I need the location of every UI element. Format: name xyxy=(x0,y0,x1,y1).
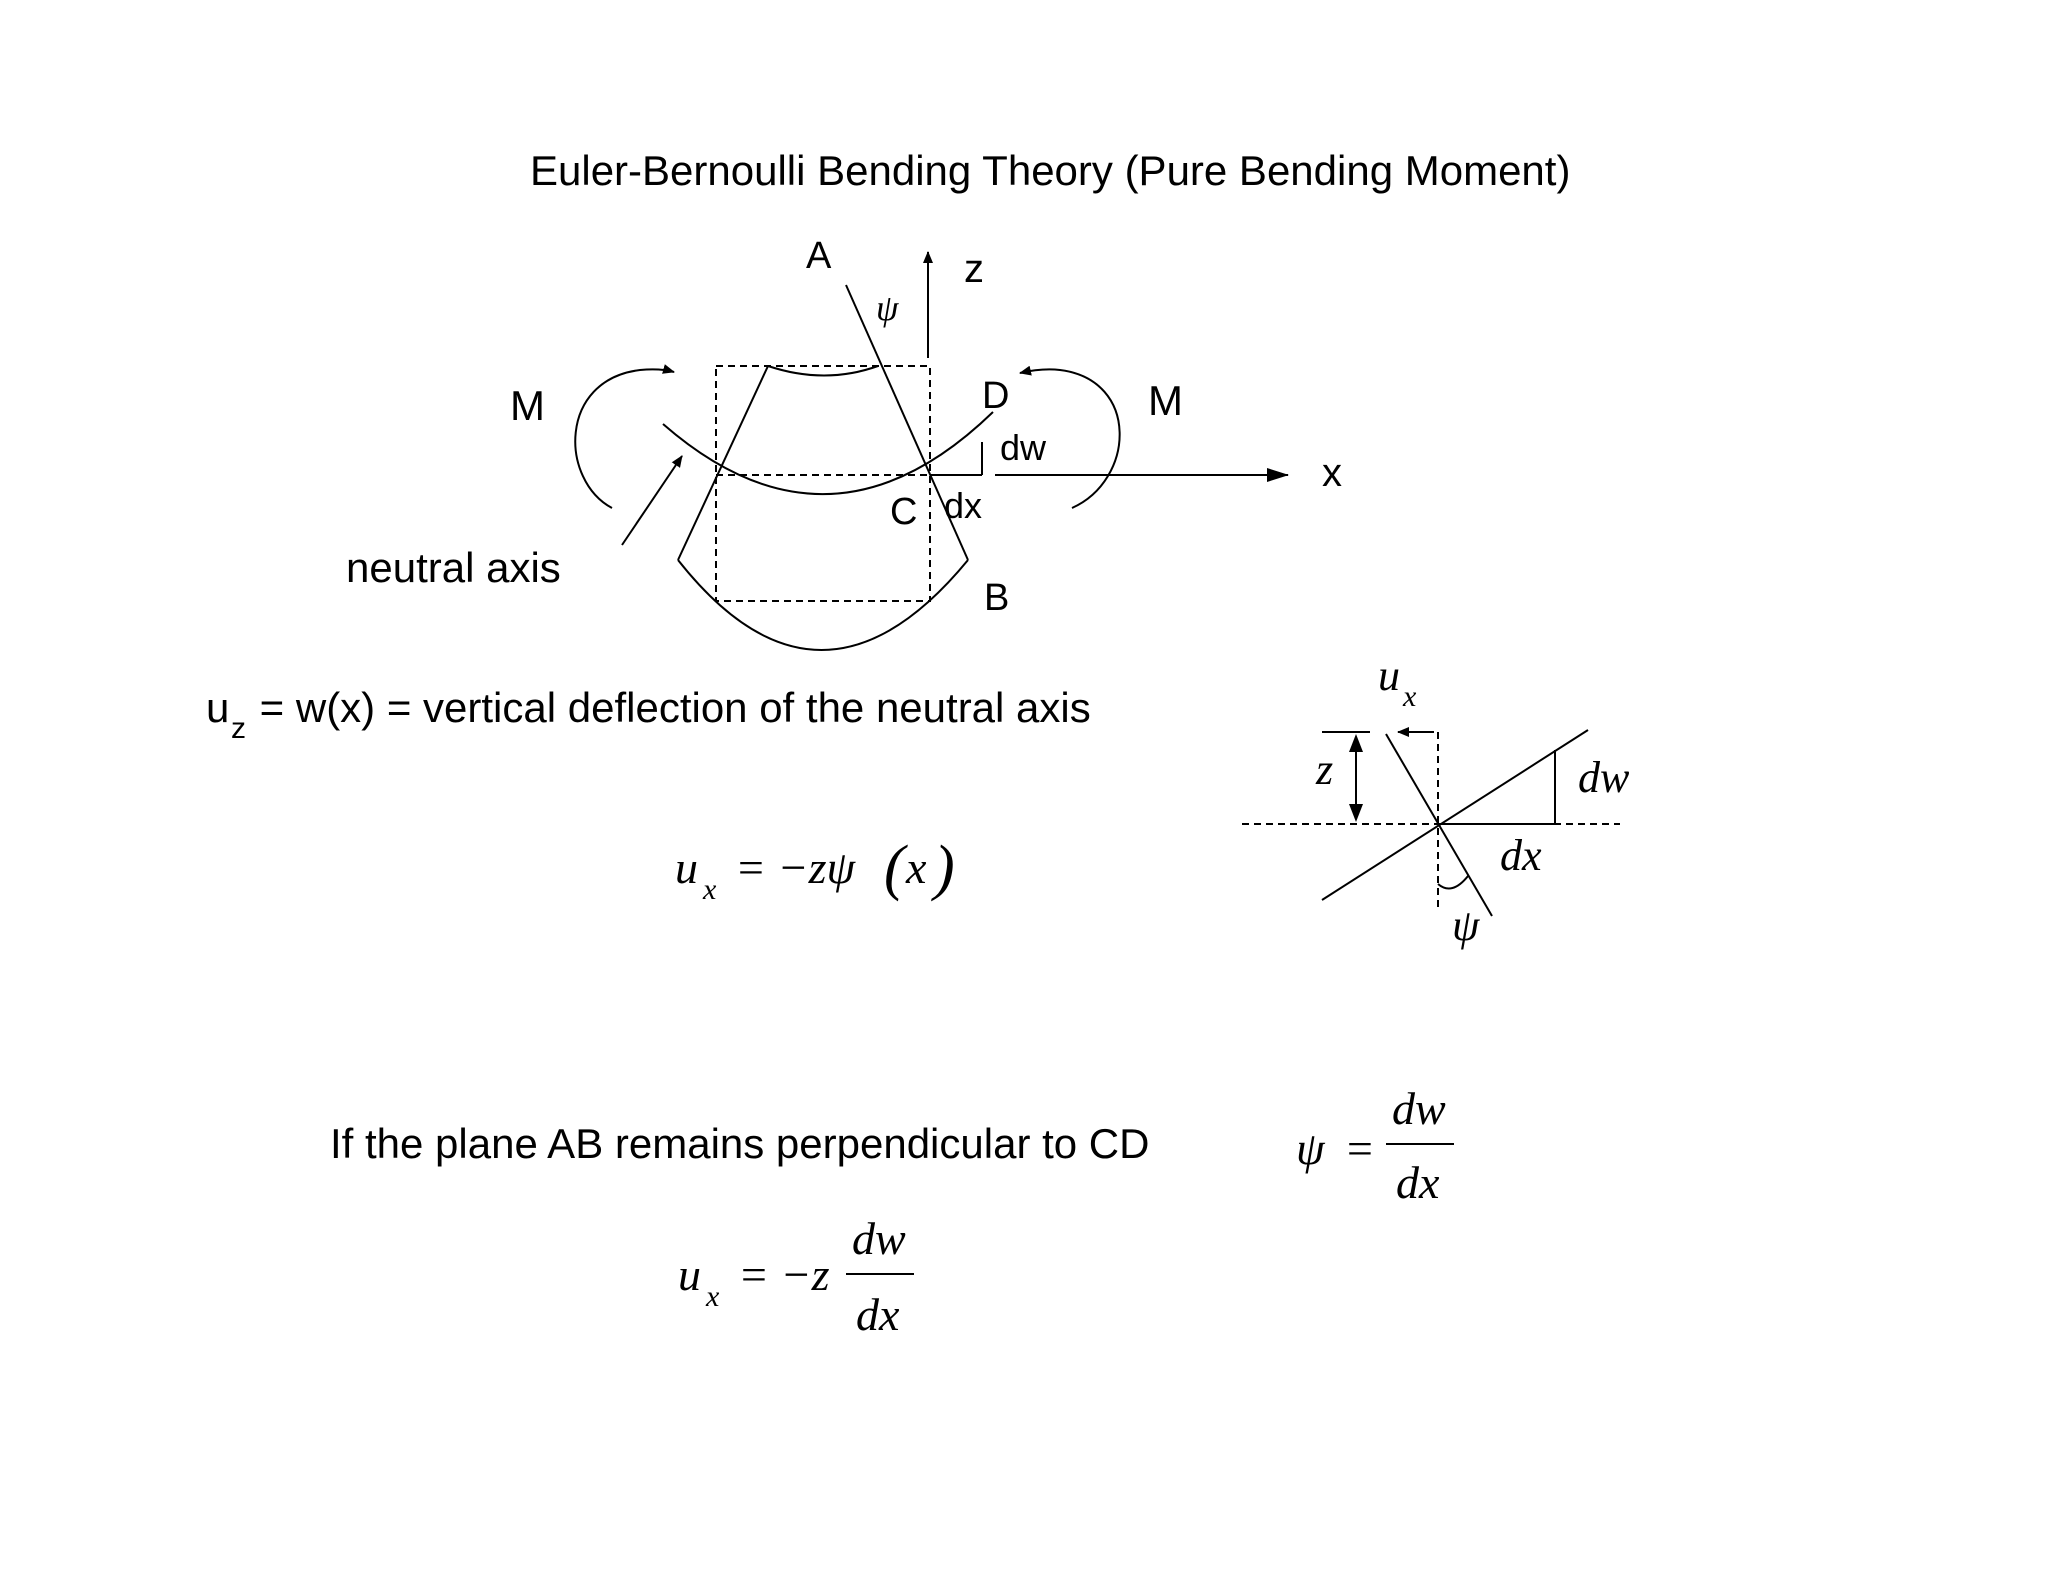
deflection-uz-sub: z xyxy=(231,712,246,745)
inset-z-arrowhead-top xyxy=(1349,734,1363,752)
deflection-definition: u z = w(x) = vertical deflection of the … xyxy=(206,684,1091,745)
perpendicular-condition: If the plane AB remains perpendicular to… xyxy=(330,1083,1454,1208)
eq1-paren-close: ) xyxy=(931,834,955,902)
label-psi: ψ xyxy=(876,288,899,328)
label-b: B xyxy=(984,577,1009,619)
eq1-u: u xyxy=(675,842,698,893)
undeformed-element xyxy=(715,365,931,602)
inset-neutral-slope xyxy=(1321,729,1589,901)
plane-ab xyxy=(845,284,969,561)
condition-psi: ψ xyxy=(1296,1123,1326,1174)
moment-left-arrow xyxy=(574,364,675,509)
top-fiber-arc xyxy=(767,365,879,377)
condition-denominator: dx xyxy=(1396,1157,1440,1208)
neutral-axis-pointer xyxy=(621,455,683,546)
label-neutral-axis: neutral axis xyxy=(346,544,561,591)
equation-ux-psi: u x = −zψ ( x ) xyxy=(675,834,955,906)
label-m-left: M xyxy=(510,382,545,429)
inset-label-dx: dx xyxy=(1500,831,1542,880)
label-x-axis: x xyxy=(1322,451,1342,495)
label-a: A xyxy=(806,235,832,277)
eq2-sub-x: x xyxy=(705,1280,720,1313)
inset-label-psi: ψ xyxy=(1452,901,1480,950)
beam-element-diagram: A z ψ M M D dw x C dx neutral axis B xyxy=(346,235,1342,651)
moment-right-arrow xyxy=(1019,365,1121,509)
bottom-fiber-arc xyxy=(677,559,969,651)
page-title: Euler-Bernoulli Bending Theory (Pure Ben… xyxy=(530,147,1570,194)
label-z-axis: z xyxy=(964,247,984,291)
label-m-right: M xyxy=(1148,377,1183,424)
inset-psi-arc xyxy=(1437,875,1469,890)
rotation-inset-diagram: u x z dw dx ψ xyxy=(1242,651,1630,950)
neutral-axis-arc xyxy=(662,411,994,496)
label-dx: dx xyxy=(944,485,982,526)
eq1-arg: x xyxy=(905,842,927,893)
eq1-rhs: = −zψ xyxy=(735,842,856,893)
eq2-numerator: dw xyxy=(852,1213,906,1264)
deflection-definition-text: = w(x) = vertical deflection of the neut… xyxy=(248,684,1091,731)
condition-equals: = xyxy=(1344,1123,1375,1174)
label-dw: dw xyxy=(1000,427,1047,468)
equation-ux-dwdx: u x = −z dw dx xyxy=(678,1213,914,1340)
label-d: D xyxy=(982,375,1009,417)
inset-label-z: z xyxy=(1315,745,1333,794)
inset-label-dw: dw xyxy=(1578,753,1630,802)
eq1-sub-x: x xyxy=(702,873,717,906)
condition-numerator: dw xyxy=(1392,1083,1446,1134)
deflection-uz-main: u xyxy=(206,684,229,731)
inset-z-arrowhead-bottom xyxy=(1349,804,1363,822)
inset-ux-sub: x xyxy=(1402,680,1417,713)
left-section-plane xyxy=(677,365,769,561)
inset-ux-main: u xyxy=(1378,651,1400,700)
eq2-rhs: = −z xyxy=(738,1249,830,1300)
condition-text: If the plane AB remains perpendicular to… xyxy=(330,1120,1149,1167)
label-c: C xyxy=(890,491,917,533)
eq2-u: u xyxy=(678,1249,701,1300)
eq2-denominator: dx xyxy=(856,1289,900,1340)
eq1-paren-open: ( xyxy=(884,834,908,902)
